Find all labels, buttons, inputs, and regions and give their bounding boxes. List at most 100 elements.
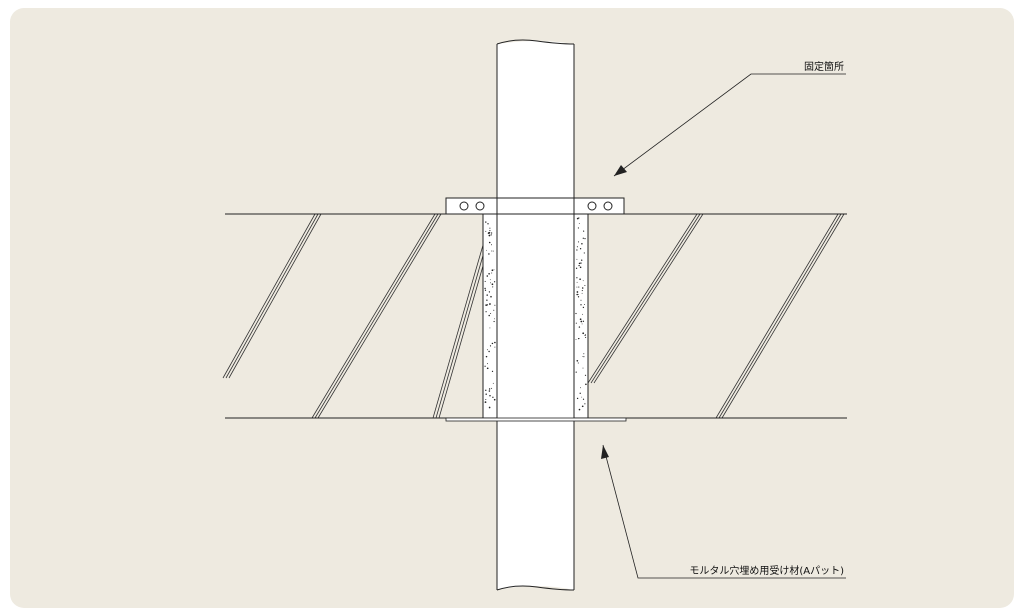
mortar-speckle	[576, 281, 578, 283]
mortar-speckle	[493, 309, 495, 311]
mortar-speckle	[575, 371, 577, 373]
mortar-speckle	[582, 398, 585, 400]
mortar-speckle	[488, 406, 491, 409]
hatch-line	[225, 213, 319, 379]
mortar-speckle	[486, 363, 488, 365]
mortar-speckle	[486, 294, 488, 296]
mortar-speckle	[488, 314, 490, 317]
mortar-speckle	[486, 275, 489, 277]
mortar-speckle	[583, 356, 585, 358]
mortar-speckle	[491, 272, 493, 274]
mortar-speckle	[580, 387, 582, 389]
mortar-speckle	[486, 367, 489, 370]
mortar-speckle	[487, 223, 489, 225]
mortar-speckle	[489, 227, 491, 229]
hatch-line	[314, 213, 439, 419]
mortar-speckle	[579, 278, 581, 281]
mortar-speckle	[490, 313, 492, 314]
mortar-speckle	[576, 397, 579, 400]
mortar-speckle	[582, 313, 584, 315]
mortar-speckle	[579, 266, 582, 269]
mortar-speckle	[484, 289, 487, 291]
mortar-speckle	[579, 248, 582, 250]
mortar-speckle	[493, 398, 496, 401]
hatch-line	[222, 213, 316, 379]
mortar-speckle	[580, 262, 582, 264]
mortar-speckle	[585, 383, 587, 386]
mortar-speckle	[581, 290, 583, 292]
hatch-line	[590, 213, 701, 384]
mortar-speckle	[582, 320, 585, 322]
mortar-speckle	[577, 241, 580, 243]
mortar-speckle	[488, 231, 491, 234]
hatch-line	[438, 265, 484, 419]
mortar-speckle	[578, 408, 581, 411]
mortar-speckle	[484, 280, 486, 282]
mortar-speckle	[485, 230, 487, 232]
mortar-speckle	[491, 250, 493, 252]
mortar-speckle	[493, 281, 496, 283]
mortar-speckle	[578, 222, 580, 224]
mortar-fill-left	[482, 213, 498, 419]
mortar-speckle	[489, 327, 491, 329]
mortar-speckle	[484, 287, 486, 290]
mortar-speckle	[576, 246, 578, 248]
mortar-speckle	[577, 227, 579, 229]
mortar-speckle	[486, 349, 488, 351]
mortar-speckle	[578, 286, 580, 288]
mortar-speckle	[583, 230, 585, 232]
mortar-speckle	[490, 295, 492, 298]
pipe-top-break	[496, 39, 575, 45]
mortar-speckle	[576, 249, 578, 251]
fixing-bracket	[445, 197, 625, 215]
mortar-speckle	[583, 353, 585, 355]
pipe-body	[497, 41, 574, 590]
mortar-speckle	[488, 350, 490, 353]
mortar-speckle	[493, 320, 495, 323]
mortar-speckle	[494, 318, 496, 320]
mortar-speckle	[584, 403, 586, 405]
slab-hatching	[222, 213, 845, 419]
mortar-fill-right	[573, 213, 589, 419]
mortar-speckle	[577, 296, 580, 298]
mortar-speckle	[575, 267, 578, 269]
mortar-speckle	[582, 356, 584, 358]
mortar-speckle	[494, 304, 496, 306]
mortar-speckle	[491, 269, 494, 272]
mortar-speckle	[576, 217, 579, 220]
mortar-speckle	[584, 284, 586, 287]
mortar-speckle	[581, 396, 583, 398]
mortar-speckle	[494, 341, 496, 344]
mortar-speckle	[490, 244, 493, 246]
label-fixing-point: 固定箇所	[804, 60, 844, 73]
mortar-speckle	[580, 304, 582, 306]
mortar-speckle	[585, 334, 586, 336]
mortar-speckle	[492, 250, 494, 252]
hatch-line	[432, 245, 484, 419]
mortar-speckle	[488, 273, 490, 275]
mortar-speckle	[576, 277, 578, 279]
mortar-speckle	[485, 311, 487, 313]
mortar-speckle	[484, 365, 486, 367]
mortar-speckle	[576, 293, 579, 296]
mortar-speckle	[485, 355, 488, 358]
mortar-speckle	[582, 332, 585, 335]
mortar-speckle	[578, 217, 580, 219]
mortar-speckle	[484, 401, 487, 403]
bolt-4	[603, 201, 613, 211]
mortar-speckle	[491, 283, 494, 286]
pipe-bottom-break	[496, 585, 575, 591]
mortar-speckle	[582, 237, 584, 239]
mortar-speckle	[576, 258, 578, 260]
mortar-speckle	[581, 259, 583, 261]
mortar-speckle	[489, 279, 491, 281]
hatch-line	[718, 213, 842, 419]
mortar-speckle	[581, 292, 583, 294]
mortar-speckle	[492, 382, 494, 384]
mortar-speckle	[577, 337, 580, 340]
mortar-speckle	[486, 249, 487, 251]
mortar-speckle	[489, 230, 491, 232]
mortar-speckle	[486, 304, 489, 306]
mortar-speckle	[585, 336, 587, 338]
mortar-speckle	[488, 291, 491, 293]
